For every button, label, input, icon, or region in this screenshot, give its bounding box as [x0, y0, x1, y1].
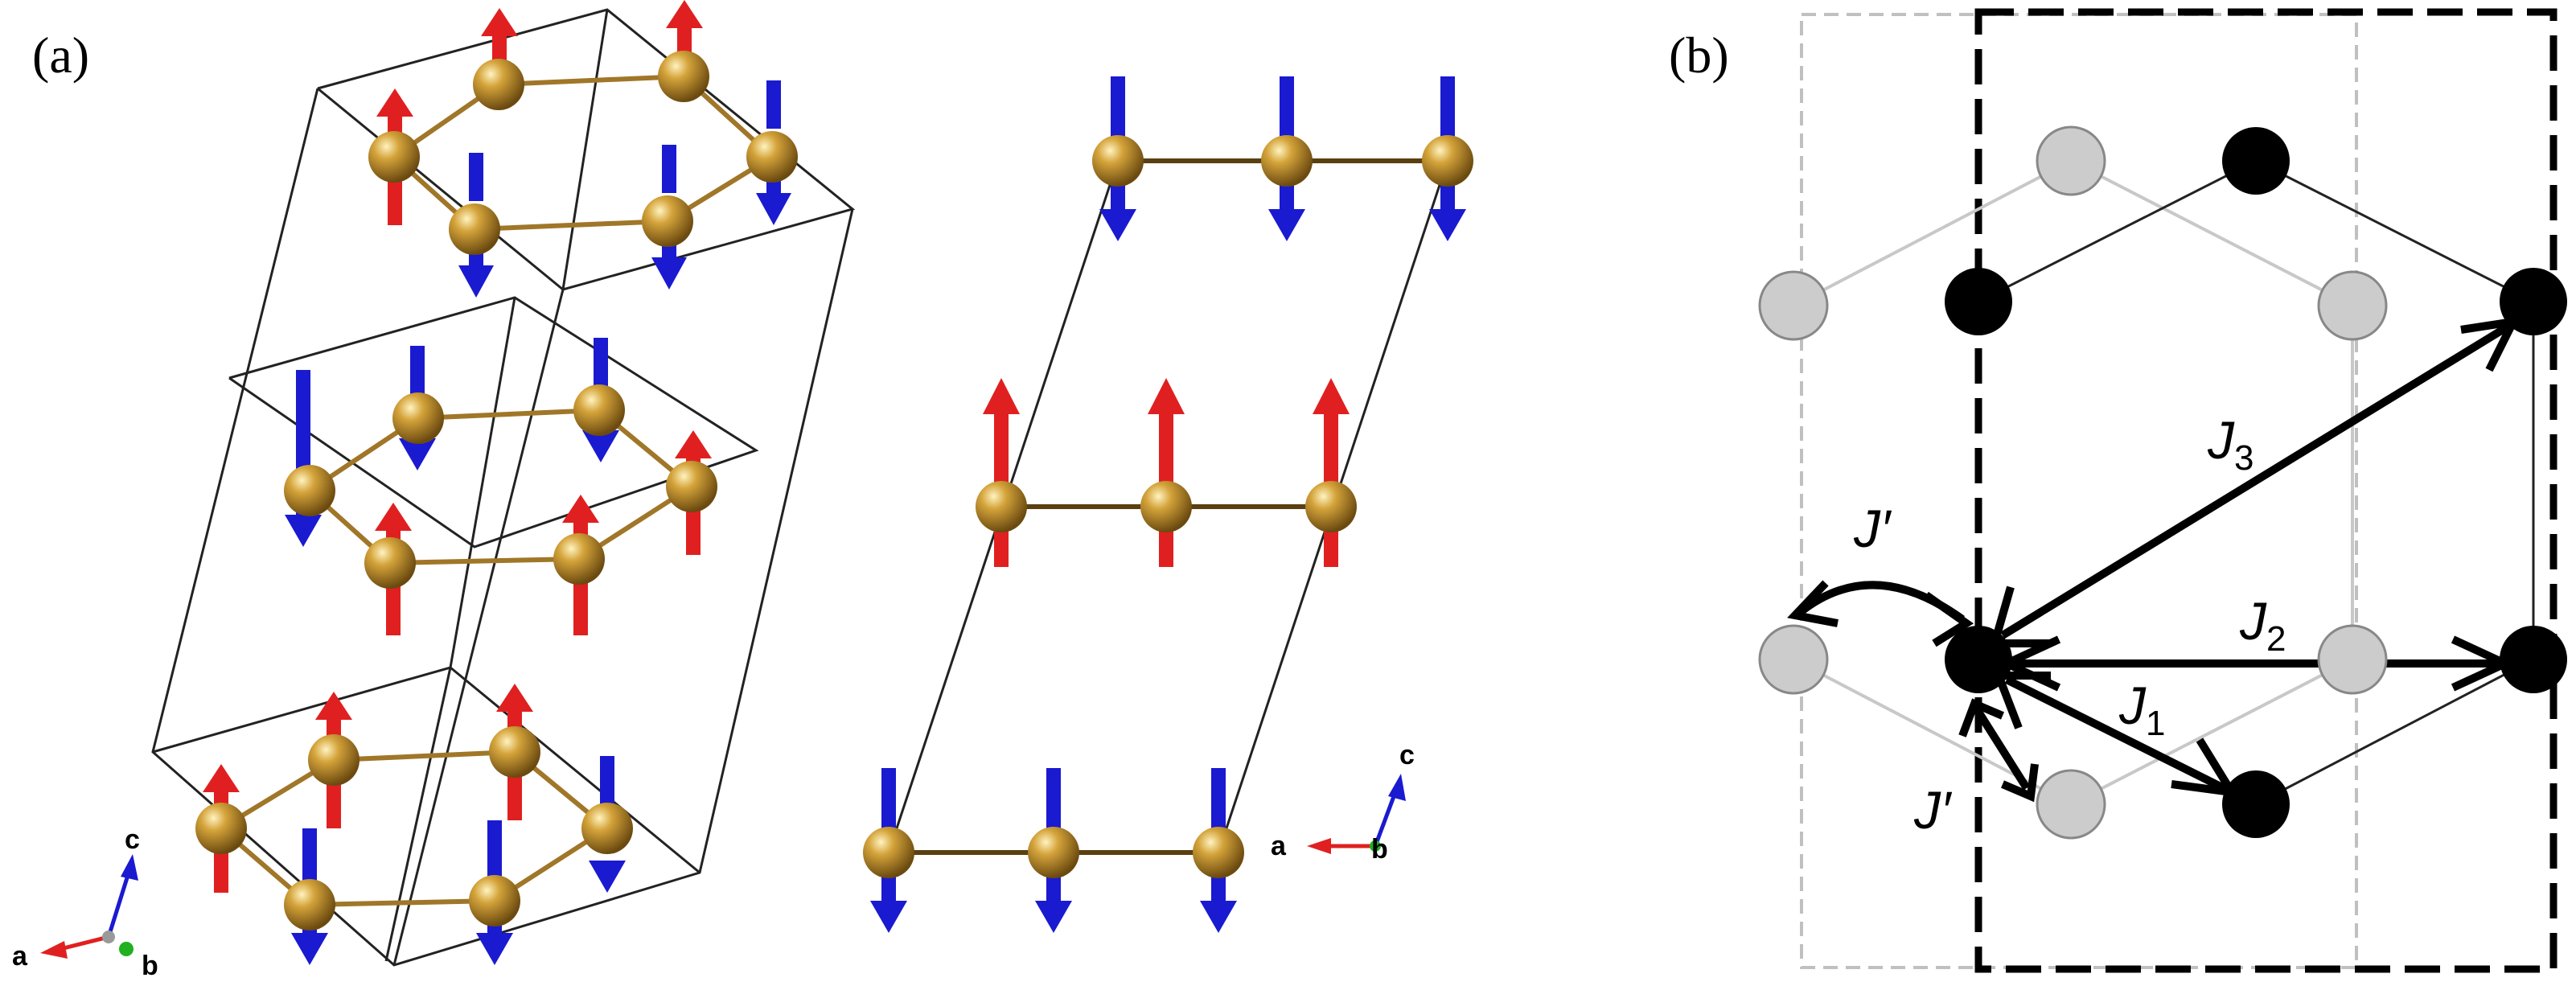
atom: [1261, 135, 1313, 187]
label-j3: J3: [2207, 410, 2253, 478]
atom: [469, 875, 520, 926]
axes-triad-right: c a b: [1271, 740, 1415, 865]
atom: [195, 803, 247, 854]
gray-site: [2317, 270, 2388, 341]
atom: [1193, 827, 1244, 878]
panel-a-label: (a): [32, 27, 89, 84]
layer-top-right: [1092, 76, 1473, 241]
atom: [863, 827, 914, 878]
axis-label-c: c: [1399, 740, 1415, 770]
atom: [449, 203, 500, 255]
atom: [284, 879, 335, 931]
axis-label-a: a: [1271, 831, 1287, 861]
gray-honeycomb-bonds: [1793, 159, 2354, 806]
label-j1: J1: [2118, 676, 2165, 743]
atom: [368, 131, 420, 183]
black-dashed-cell: [1974, 8, 2558, 973]
label-j2: J2: [2239, 591, 2286, 659]
black-site: [1945, 626, 2012, 693]
exchange-labels: J3 J2 J1 J′ J′: [1853, 410, 2286, 840]
atom: [308, 734, 359, 786]
gray-site: [1758, 270, 1829, 341]
atom: [553, 533, 605, 585]
spin-down-arrow: [582, 338, 619, 462]
atom: [392, 392, 444, 444]
atom: [284, 465, 335, 516]
axis-label-a: a: [12, 941, 28, 972]
spin-up-arrow: [1148, 378, 1185, 567]
gray-site: [1758, 624, 1829, 695]
axis-label-b: b: [142, 951, 158, 981]
atom: [1028, 827, 1079, 878]
atom: [746, 131, 798, 183]
black-site: [2222, 770, 2290, 838]
gray-site: [2036, 125, 2106, 196]
layer-middle-right: [976, 378, 1357, 567]
label-jprime-bottom: J′: [1913, 780, 1953, 840]
atom: [1092, 135, 1144, 187]
atom: [473, 59, 524, 110]
axes-triad-left: c a b: [12, 824, 158, 981]
atom: [658, 51, 709, 102]
black-site: [2222, 127, 2290, 195]
axis-label-b: b: [1371, 834, 1388, 865]
black-site: [2500, 626, 2567, 693]
black-site: [2500, 268, 2567, 335]
atom: [581, 803, 633, 854]
atom: [976, 481, 1027, 532]
atom: [642, 195, 693, 247]
gray-site: [2036, 769, 2106, 840]
black-site: [1945, 268, 2012, 335]
label-jprime-top: J′: [1853, 499, 1892, 558]
atom: [1140, 481, 1192, 532]
layer-bottom-right: [863, 768, 1244, 933]
gray-site: [2317, 624, 2388, 695]
hexagon-bottom-left: [195, 684, 633, 965]
black-honeycomb-bonds: [1978, 159, 2535, 806]
atom: [1422, 135, 1473, 187]
spin-down-arrow: [399, 346, 436, 470]
black-sites: [1945, 127, 2567, 838]
hexagon-middle-left: [284, 338, 717, 635]
atom: [666, 461, 717, 512]
gray-sites: [1758, 125, 2388, 840]
atom: [1305, 481, 1357, 532]
atom: [573, 384, 625, 436]
axis-label-c: c: [125, 824, 140, 855]
atom: [489, 726, 540, 778]
spin-down-arrow: [285, 370, 322, 547]
atom: [364, 537, 416, 589]
hexagon-top-left: [368, 0, 798, 298]
panel-b-label: (b): [1669, 27, 1729, 84]
